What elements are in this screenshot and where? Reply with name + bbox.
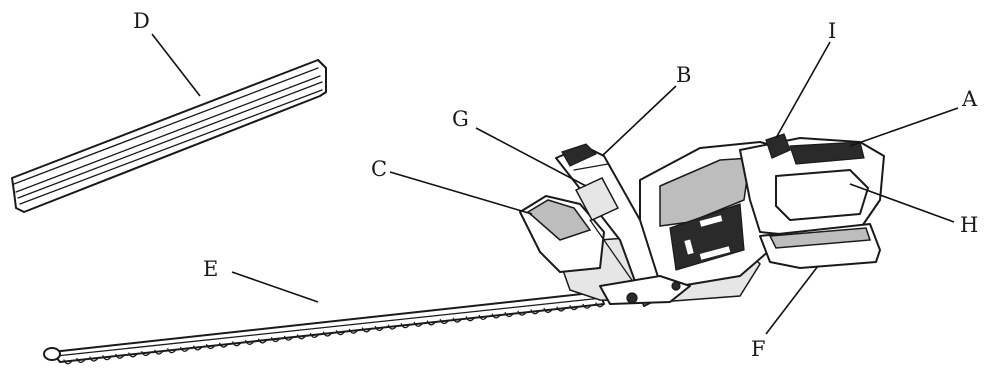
leader-line-c (390, 172, 532, 214)
label-c: C (371, 157, 387, 181)
leader-line-a (850, 108, 958, 146)
trimmer-body-drawing (520, 134, 884, 306)
label-e: E (203, 257, 218, 281)
label-f: F (751, 337, 766, 361)
label-h: H (960, 213, 978, 237)
leader-line-e (232, 272, 318, 302)
leader-line-f (766, 266, 818, 334)
label-a: A (961, 87, 978, 111)
blade-drawing (44, 292, 604, 364)
leader-line-i (776, 42, 830, 138)
blade-cover-drawing (12, 60, 326, 212)
label-i: I (828, 19, 836, 43)
leader-line-d (152, 34, 200, 96)
label-g: G (452, 107, 469, 131)
label-d: D (133, 9, 150, 33)
leader-line-b (602, 86, 676, 156)
label-b: B (676, 63, 691, 87)
